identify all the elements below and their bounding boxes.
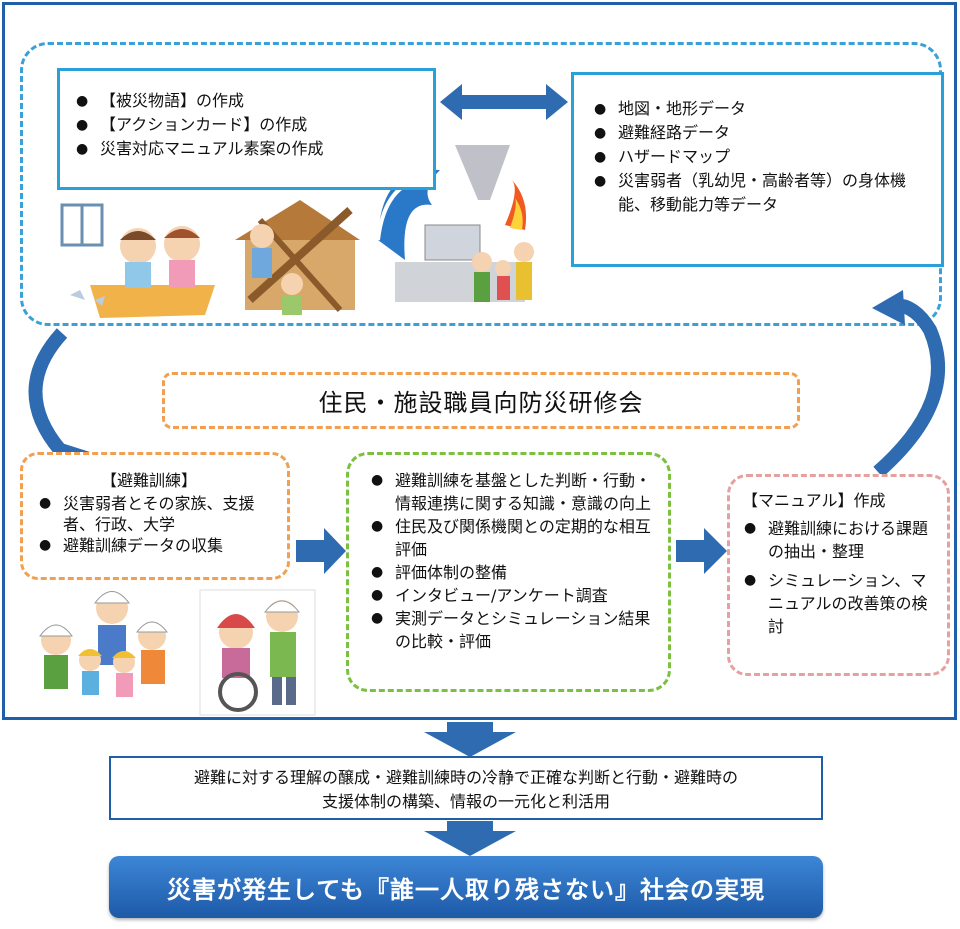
training-session-title: 住民・施設職員向防災研修会 bbox=[162, 372, 800, 429]
list-item: 【アクションカード】の作成 bbox=[74, 113, 433, 137]
arrow-right-icon bbox=[676, 528, 727, 574]
list-item: ハザードマップ bbox=[592, 145, 941, 169]
list-item: 避難経路データ bbox=[592, 121, 941, 145]
curved-arrow-left-icon bbox=[28, 328, 90, 470]
disaster-illustration bbox=[376, 145, 534, 302]
list-item: インタビュー/アンケート調査 bbox=[369, 584, 657, 607]
arrow-down-icon bbox=[424, 821, 516, 856]
list-item: 実測データとシミュレーション結果の比較・評価 bbox=[369, 607, 657, 653]
list-item: 避難訓練を基盤とした判断・行動・情報連携に関する知識・意識の向上 bbox=[369, 469, 657, 515]
outcome-box: 避難に対する理解の醸成・避難訓練時の冷静で正確な判断と行動・避難時の 支援体制の… bbox=[109, 756, 823, 820]
list-item: 災害弱者とその家族、支援者、行政、大学 bbox=[37, 493, 277, 535]
list-item: 災害対応マニュアル素案の作成 bbox=[74, 137, 433, 161]
collapsing-house-illustration bbox=[235, 200, 360, 315]
evaluation-box: 避難訓練を基盤とした判断・行動・情報連携に関する知識・意識の向上 住民及び関係機… bbox=[346, 452, 671, 692]
list-item: 【被災物語】の作成 bbox=[74, 89, 433, 113]
list-item: 地図・地形データ bbox=[592, 97, 941, 121]
outcome-line-2: 支援体制の構築、情報の一元化と利活用 bbox=[321, 792, 610, 811]
children-earthquake-illustration bbox=[60, 203, 215, 318]
outcome-line-1: 避難に対する理解の醸成・避難訓練時の冷静で正確な判断と行動・避難時の bbox=[193, 768, 738, 787]
data-sources-box: 地図・地形データ 避難経路データ ハザードマップ 災害弱者（乳幼児・高齢者等）の… bbox=[571, 72, 944, 267]
evacuation-group-illustration bbox=[39, 591, 169, 697]
list-item: 避難訓練における課題の抽出・整理 bbox=[742, 517, 932, 563]
list-item: 評価体制の整備 bbox=[369, 561, 657, 584]
double-arrow-icon bbox=[440, 84, 568, 120]
list-item: 災害弱者（乳幼児・高齢者等）の身体機能、移動能力等データ bbox=[592, 169, 918, 217]
list-item: 避難訓練データの収集 bbox=[37, 535, 277, 556]
curved-arrow-right-icon bbox=[872, 290, 945, 478]
wheelchair-support-illustration bbox=[199, 589, 316, 716]
goal-banner: 災害が発生しても『誰一人取り残さない』社会の実現 bbox=[109, 856, 823, 918]
list-item: シミュレーション、マニュアルの改善策の検討 bbox=[742, 569, 932, 638]
manual-heading: 【マニュアル】作成 bbox=[742, 491, 886, 510]
arrow-right-icon bbox=[296, 528, 346, 574]
evacuation-training-box: 【避難訓練】 災害弱者とその家族、支援者、行政、大学 避難訓練データの収集 bbox=[20, 452, 290, 580]
story-creation-box: 【被災物語】の作成 【アクションカード】の作成 災害対応マニュアル素案の作成 bbox=[57, 68, 436, 190]
list-item: 住民及び関係機関との定期的な相互評価 bbox=[369, 515, 657, 561]
arrow-down-icon bbox=[424, 722, 516, 757]
manual-creation-box: 【マニュアル】作成 避難訓練における課題の抽出・整理 シミュレーション、マニュア… bbox=[727, 474, 950, 676]
evacuation-training-heading: 【避難訓練】 bbox=[101, 471, 198, 490]
